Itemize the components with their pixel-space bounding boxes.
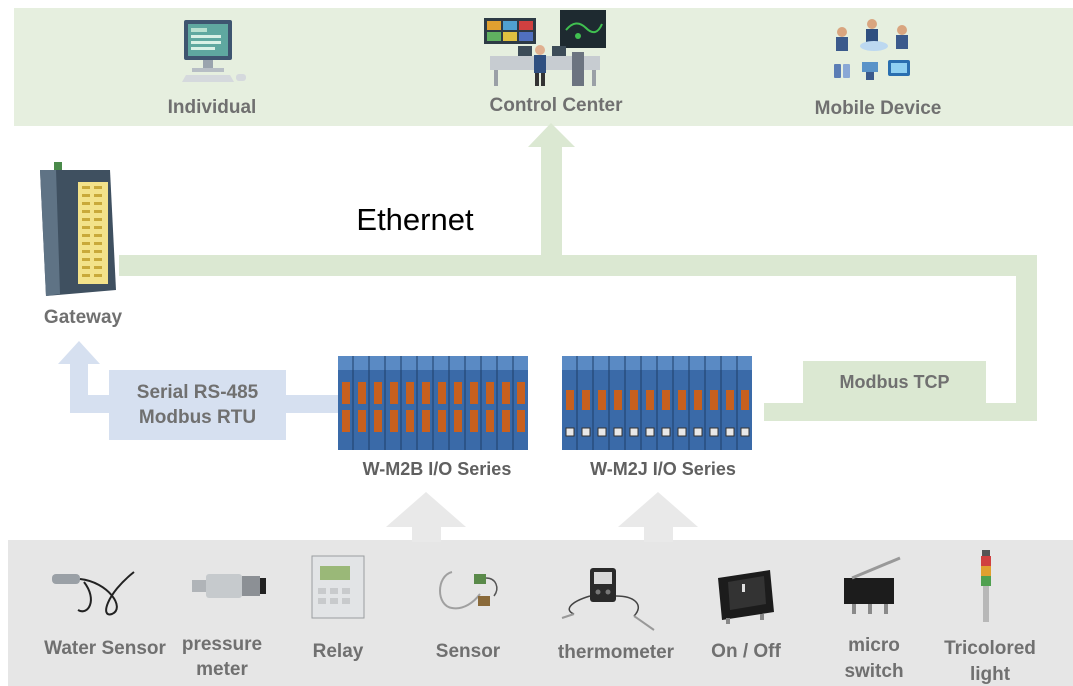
- relay-icon: [311, 555, 365, 619]
- ethernet-right-drop: [1016, 255, 1037, 421]
- control-center-label: Control Center: [489, 95, 623, 116]
- sensor-label: Sensor: [435, 641, 501, 662]
- tower-light-icon: [981, 550, 991, 622]
- control-center-arrowhead: [528, 123, 575, 147]
- serial-line: [70, 395, 338, 413]
- gateway-label: Gateway: [43, 307, 123, 328]
- switch-label: switch: [844, 661, 904, 682]
- meter-label: meter: [196, 659, 248, 680]
- micro-label: micro: [848, 635, 900, 656]
- individual-label: Individual: [167, 97, 257, 118]
- ethernet-label: Ethernet: [356, 202, 474, 237]
- up-arrow-m2j: [618, 492, 698, 542]
- ethernet-bus-line: [119, 255, 1037, 276]
- rocker-switch-icon: [718, 570, 774, 624]
- pressure-label: pressure: [181, 634, 263, 655]
- water-sensor-icon: [52, 571, 135, 616]
- w-m2b-label: W-M2B I/O Series: [362, 459, 512, 479]
- gateway-device: [40, 162, 116, 296]
- w-m2j-label: W-M2J I/O Series: [590, 459, 736, 479]
- light-label: light: [969, 664, 1011, 685]
- control-room-icon: [484, 10, 606, 86]
- relay-label: Relay: [312, 641, 364, 662]
- ethernet-riser: [541, 145, 562, 257]
- modbus-tcp-line: [764, 403, 1037, 421]
- thermometer-icon: [561, 568, 655, 631]
- mobile-device-label: Mobile Device: [814, 98, 942, 119]
- field-devices-band: [8, 540, 1073, 686]
- tricolored-label: Tricolored: [944, 638, 1036, 659]
- sensor-icon: [439, 571, 498, 610]
- up-arrow-m2b: [386, 492, 466, 542]
- modbus-rtu-label: Modbus RTU: [138, 407, 257, 428]
- water-sensor-label: Water Sensor: [44, 638, 166, 659]
- serial-riser: [70, 362, 88, 413]
- micro-switch-icon: [844, 556, 901, 614]
- on-off-label: On / Off: [711, 641, 781, 662]
- modbus-tcp-label: Modbus TCP: [839, 372, 950, 392]
- pressure-meter-icon: [192, 574, 266, 598]
- thermometer-label: thermometer: [557, 642, 675, 663]
- serial-rs485-label: Serial RS-485: [136, 382, 259, 403]
- people-devices-icon: [834, 19, 910, 80]
- modbus-tcp-box: [803, 361, 986, 403]
- w-m2j-rack: [562, 356, 752, 450]
- w-m2b-rack: [338, 356, 528, 450]
- desktop-computer-icon: [182, 20, 246, 82]
- gateway-arrowhead: [58, 341, 100, 364]
